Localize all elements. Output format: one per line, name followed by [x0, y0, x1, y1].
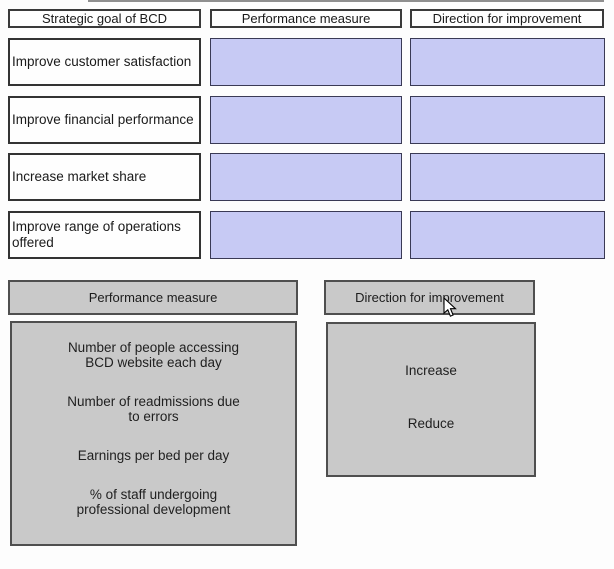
- drop-slot-direction-row-2[interactable]: [410, 96, 605, 144]
- goal-improve-financial-performance: Improve financial performance: [8, 96, 201, 144]
- panel-header-direction-for-improvement: Direction for improvement: [324, 280, 535, 315]
- panel-header-performance-measure: Performance measure: [8, 280, 298, 315]
- drop-slot-direction-row-4[interactable]: [410, 211, 605, 259]
- drag-item-staff-professional-development[interactable]: % of staff undergoing professional devel…: [76, 487, 231, 517]
- drag-item-reduce[interactable]: Reduce: [407, 416, 455, 431]
- window-edge-line: [88, 0, 604, 2]
- drop-slot-performance-row-4[interactable]: [210, 211, 402, 259]
- drop-slot-performance-row-1[interactable]: [210, 38, 402, 86]
- drag-item-increase[interactable]: Increase: [405, 363, 457, 378]
- goal-improve-range-of-operations: Improve range of operations offered: [8, 211, 201, 259]
- drop-slot-performance-row-2[interactable]: [210, 96, 402, 144]
- column-header-strategic-goal: Strategic goal of BCD: [8, 9, 201, 28]
- goal-improve-customer-satisfaction: Improve customer satisfaction: [8, 38, 201, 86]
- drop-slot-direction-row-1[interactable]: [410, 38, 605, 86]
- column-header-performance-measure: Performance measure: [210, 9, 402, 28]
- drop-slot-performance-row-3[interactable]: [210, 153, 402, 201]
- drop-slot-direction-row-3[interactable]: [410, 153, 605, 201]
- drag-item-earnings-per-bed[interactable]: Earnings per bed per day: [77, 448, 230, 463]
- drag-item-readmissions-due-to-errors[interactable]: Number of readmissions due to errors: [67, 394, 240, 424]
- column-header-direction-for-improvement: Direction for improvement: [410, 9, 604, 28]
- panel-direction-for-improvement-items: Increase Reduce: [326, 322, 536, 477]
- panel-performance-measure-items: Number of people accessing BCD website e…: [10, 321, 297, 546]
- goal-increase-market-share: Increase market share: [8, 153, 201, 201]
- drag-item-people-accessing-website[interactable]: Number of people accessing BCD website e…: [67, 340, 240, 370]
